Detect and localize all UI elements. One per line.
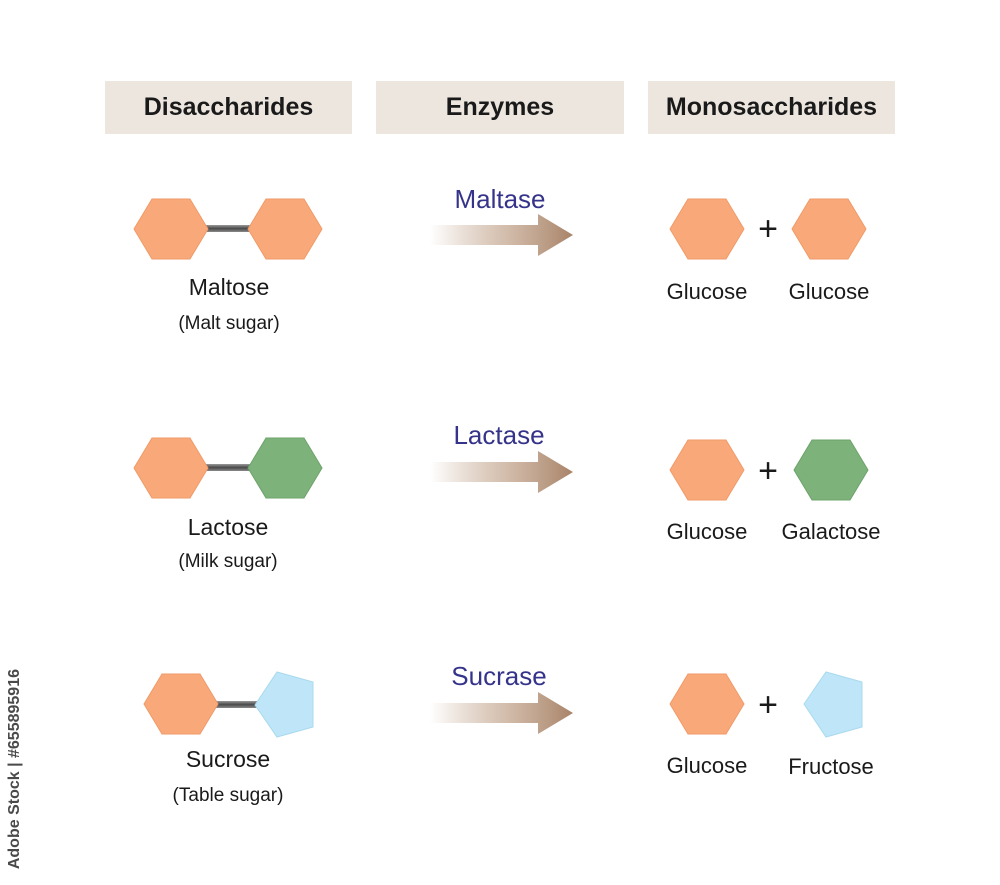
reaction-arrow [430,692,573,734]
header-disaccharides: Disaccharides [105,81,352,134]
galactose-hexagon [247,437,323,499]
plus-sign: + [758,452,778,490]
common-name-sucrose: (Table sugar) [172,785,284,806]
header-monosaccharides: Monosaccharides [648,81,895,134]
glucose-hexagon [143,673,219,735]
product-1-label: Glucose [666,753,748,778]
galactose-hexagon [793,439,869,501]
glucose-hexagon [669,673,745,735]
enzyme-name-sucrase: Sucrase [451,661,547,691]
glucose-hexagon [247,198,323,260]
enzyme-name-lactase: Lactase [453,420,545,450]
reaction-arrow [430,451,573,493]
plus-sign: + [758,686,778,724]
glucose-hexagon [133,198,209,260]
common-name-lactose: (Milk sugar) [178,551,278,572]
enzyme-name-maltase: Maltase [454,184,546,214]
product-2-label: Fructose [788,754,874,779]
plus-sign: + [758,210,778,248]
glucose-hexagon [791,198,867,260]
glycosidic-bond [205,225,253,232]
glucose-hexagon [669,439,745,501]
product-1-label: Glucose [666,279,748,304]
common-name-maltose: (Malt sugar) [178,313,280,334]
fructose-pentagon [254,671,314,738]
glucose-hexagon [133,437,209,499]
fructose-pentagon [803,671,863,738]
header-enzymes: Enzymes [376,81,624,134]
stock-watermark: Adobe Stock | #655895916 [6,668,23,869]
disaccharide-name-maltose: Maltose [188,274,270,300]
glucose-hexagon [669,198,745,260]
product-2-label: Glucose [788,279,870,304]
disaccharide-name-lactose: Lactose [187,514,269,540]
glycosidic-bond [205,464,253,471]
disaccharide-name-sucrose: Sucrose [185,746,271,772]
product-1-label: Glucose [666,519,748,544]
glycosidic-bond [215,701,261,708]
reaction-arrow [430,214,573,256]
product-2-label: Galactose [781,519,881,544]
